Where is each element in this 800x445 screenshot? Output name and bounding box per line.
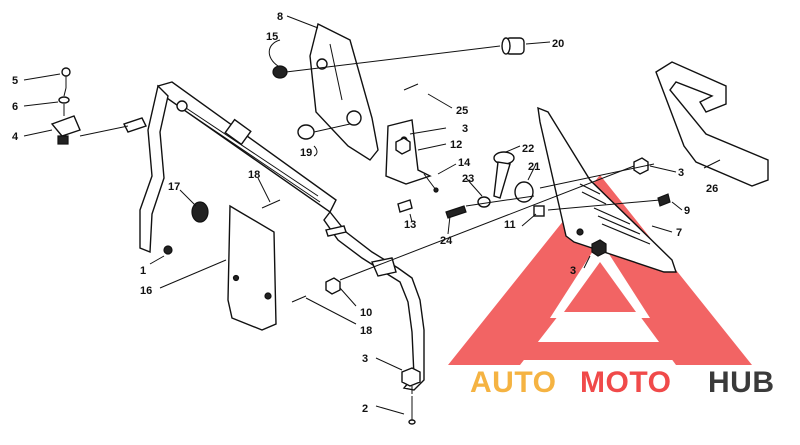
callout-10: 10 [360, 307, 372, 319]
callout-5: 5 [12, 75, 18, 87]
callout-14: 14 [458, 157, 471, 169]
callout-9: 9 [684, 205, 690, 217]
pin-25 [403, 83, 419, 91]
assembly-lines [63, 45, 661, 394]
watermark-moto: MOTO [580, 366, 671, 399]
washer-23 [477, 196, 491, 208]
callout-13: 13 [404, 219, 416, 231]
callout-7: 7 [676, 227, 682, 239]
bolt-5 [61, 67, 71, 88]
bolt-2 [408, 396, 416, 425]
watermark-hub: HUB [708, 366, 775, 399]
washer-6 [58, 96, 70, 104]
callout-24: 24 [440, 235, 453, 247]
bushing-15 [272, 65, 288, 79]
watermark-wordmark: AUTO MOTO HUB [470, 366, 775, 399]
callout-6: 6 [12, 101, 18, 113]
callout-20: 20 [552, 38, 564, 50]
callout-18b: 18 [360, 325, 372, 337]
leader-lines [23, 15, 721, 415]
callout-11: 11 [504, 219, 516, 231]
nut-3d [401, 367, 421, 387]
panel-plate [227, 204, 277, 331]
handle-26 [655, 61, 769, 187]
screw-18a [261, 199, 281, 209]
watermark-logo-triangle [448, 175, 752, 365]
callout-12: 12 [450, 139, 462, 151]
screw-14 [423, 173, 437, 191]
callout-3d: 3 [362, 353, 368, 365]
callout-23: 23 [462, 173, 474, 185]
nut-10 [325, 277, 341, 295]
callout-18a: 18 [248, 169, 260, 181]
callout-3c: 3 [570, 265, 576, 277]
bushing-20 [501, 37, 525, 55]
callout-16: 16 [140, 285, 152, 297]
nut-3b [633, 157, 649, 175]
callout-15: 15 [266, 31, 278, 43]
callout-2: 2 [362, 403, 368, 415]
watermark-auto: AUTO [470, 366, 556, 399]
screw-18b [291, 295, 307, 303]
callout-19: 19 [300, 147, 312, 159]
callout-labels: 8 15 20 5 6 4 25 3 12 14 19 22 21 23 3 2… [12, 11, 718, 415]
spacer-21 [514, 181, 534, 203]
washer-13 [397, 199, 413, 213]
callout-26: 26 [706, 183, 718, 195]
clip-4 [50, 115, 81, 145]
callout-1: 1 [140, 265, 146, 277]
nut-3a [395, 137, 411, 155]
callout-25: 25 [456, 105, 468, 117]
callout-4: 4 [12, 131, 19, 143]
callout-3b: 3 [678, 167, 684, 179]
bolt-11 [533, 205, 545, 217]
lever-22 [493, 151, 515, 199]
nut-3c [591, 239, 607, 257]
callout-3a: 3 [462, 123, 468, 135]
callout-21: 21 [528, 161, 540, 173]
spacer-17 [191, 201, 209, 223]
callout-22: 22 [522, 143, 534, 155]
bolt-9 [657, 193, 671, 207]
bolt-24 [445, 205, 467, 219]
callout-17: 17 [168, 181, 180, 193]
callout-8: 8 [277, 11, 283, 23]
upper-bracket-plate [309, 22, 379, 161]
bushing-19 [297, 124, 315, 140]
bracket-12 [385, 119, 432, 185]
